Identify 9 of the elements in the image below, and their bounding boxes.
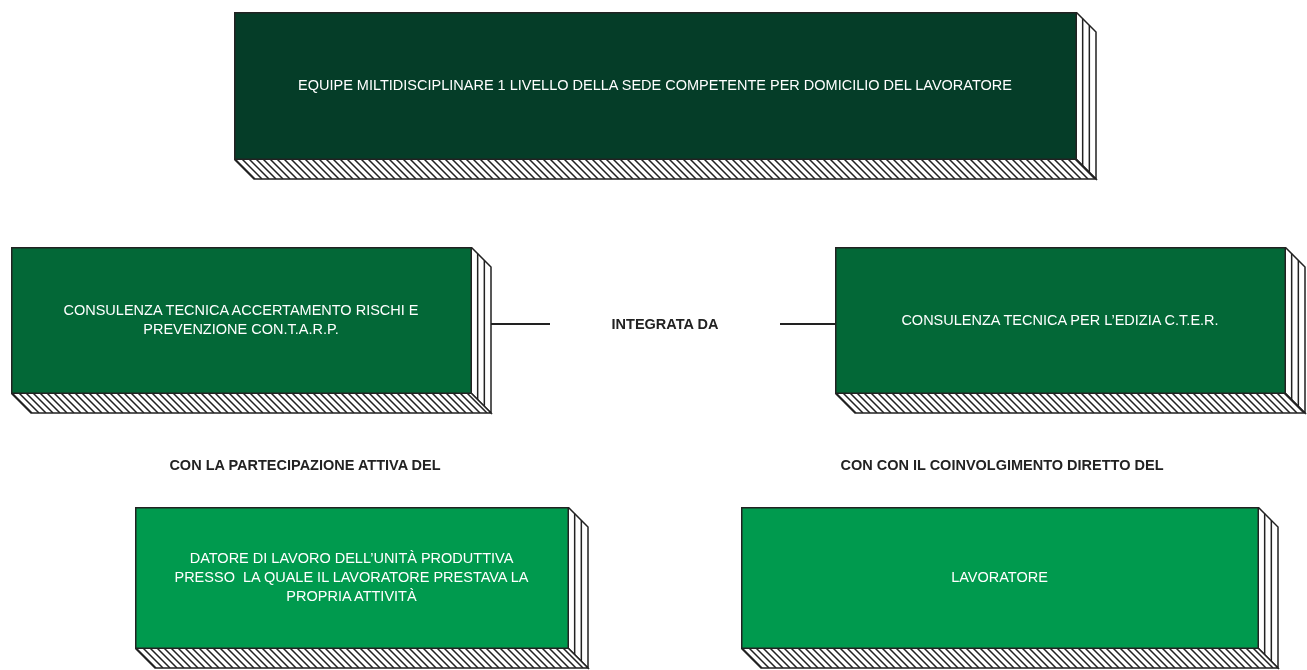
note-text: CON LA PARTECIPAZIONE ATTIVA DEL [169,457,441,473]
connector-line [779,323,836,325]
box-text: EQUIPE MILTIDISCIPLINARE 1 LIVELLO DELLA SEDE COMPETENTE PER DOMICILIO DEL LAVORATORE [298,76,1012,95]
box-text: CONSULENZA TECNICA PER L’EDIZIA C.T.E.R. [901,310,1219,330]
connector-label: INTEGRATA DA [611,316,719,332]
box-text: DATORE DI LAVORO DELL’UNITÀ PRODUTTIVA PRESSO LA QUALE IL LAVORATORE PRESTAVA LA PROPRIA ATTIVITÀ [173,549,530,606]
box-text: LAVORATORE [951,568,1048,587]
note-text: CON CON IL COINVOLGIMENTO DIRETTO DEL [840,457,1164,473]
box-text: CONSULENZA TECNICA ACCERTAMENTO RISCHI E PREVENZIONE CON.T.A.R.P. [62,301,420,339]
